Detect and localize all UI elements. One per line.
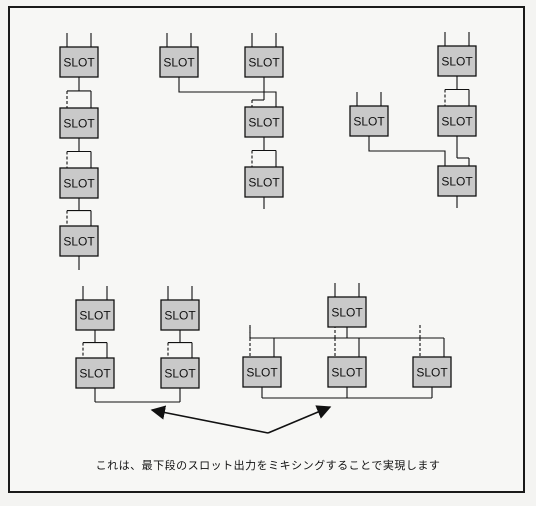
slot-box: SLOT [59, 46, 99, 78]
slot-label: SLOT [164, 309, 196, 323]
slot-box: SLOT [437, 45, 477, 77]
slot-label: SLOT [246, 366, 278, 380]
slot-box: SLOT [349, 105, 389, 137]
slot-label: SLOT [248, 176, 280, 190]
slot-box: SLOT [244, 46, 284, 78]
slot-box: SLOT [437, 165, 477, 197]
connection-line [178, 77, 277, 107]
slot-label: SLOT [63, 177, 95, 191]
slot-label: SLOT [79, 367, 111, 381]
slot-label: SLOT [63, 117, 95, 131]
pointer-arrow [267, 405, 332, 434]
slot-label: SLOT [163, 56, 195, 70]
slot-box: SLOT [59, 167, 99, 199]
slot-label: SLOT [164, 367, 196, 381]
slot-label: SLOT [331, 306, 363, 320]
caption: これは、最下段のスロット出力をミキシングすることで実現します [95, 459, 441, 472]
pointer-arrows [150, 405, 332, 434]
slot-label: SLOT [441, 115, 473, 129]
slot-label: SLOT [441, 55, 473, 69]
slot-boxes: SLOT SLOT SLOT SLOT SLOT SLOT SLOT SLOT SLOT SLOT… [59, 45, 477, 389]
slot-box: SLOT [59, 107, 99, 139]
connection-line [368, 136, 446, 166]
slot-box: SLOT [59, 225, 99, 257]
slot-label: SLOT [248, 116, 280, 130]
slot-box: SLOT [75, 357, 115, 389]
slot-label: SLOT [63, 235, 95, 249]
slot-label: SLOT [63, 56, 95, 70]
slot-label: SLOT [441, 175, 473, 189]
slot-label: SLOT [79, 309, 111, 323]
slot-label: SLOT [248, 56, 280, 70]
slot-box: SLOT [412, 356, 452, 388]
slot-box: SLOT [75, 299, 115, 331]
slot-label: SLOT [353, 115, 385, 129]
slot-box: SLOT [160, 357, 200, 389]
slot-box: SLOT [437, 105, 477, 137]
slot-box: SLOT [244, 106, 284, 138]
pointer-arrow [150, 405, 269, 434]
slot-label: SLOT [416, 366, 448, 380]
slot-box: SLOT [327, 356, 367, 388]
slot-box: SLOT [159, 46, 199, 78]
connection-lines [66, 32, 470, 403]
slot-box: SLOT [160, 299, 200, 331]
slot-label: SLOT [331, 366, 363, 380]
slot-box: SLOT [244, 166, 284, 198]
slot-box: SLOT [242, 356, 282, 388]
slot-box: SLOT [327, 296, 367, 328]
